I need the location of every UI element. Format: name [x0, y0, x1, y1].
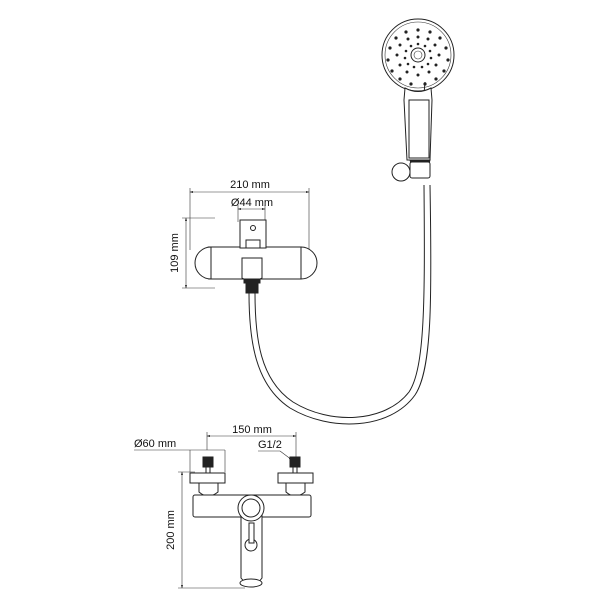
shower-hose: [248, 184, 432, 425]
dim-150: 150 mm: [232, 424, 272, 436]
mixer-front-view: 150 mm Ø60 mm G1/2 200 mm: [134, 424, 314, 589]
dim-200: 200 mm: [165, 510, 177, 550]
dim-44: Ø44 mm: [231, 197, 273, 209]
dim-60: Ø60 mm: [134, 438, 176, 450]
dim-109: 109 mm: [169, 233, 181, 273]
hand-shower: [381, 18, 455, 182]
dim-210: 210 mm: [230, 179, 270, 191]
thread-label: G1/2: [258, 439, 282, 451]
mixer-top-view: 210 mm Ø44 mm 109 mm: [169, 179, 318, 294]
